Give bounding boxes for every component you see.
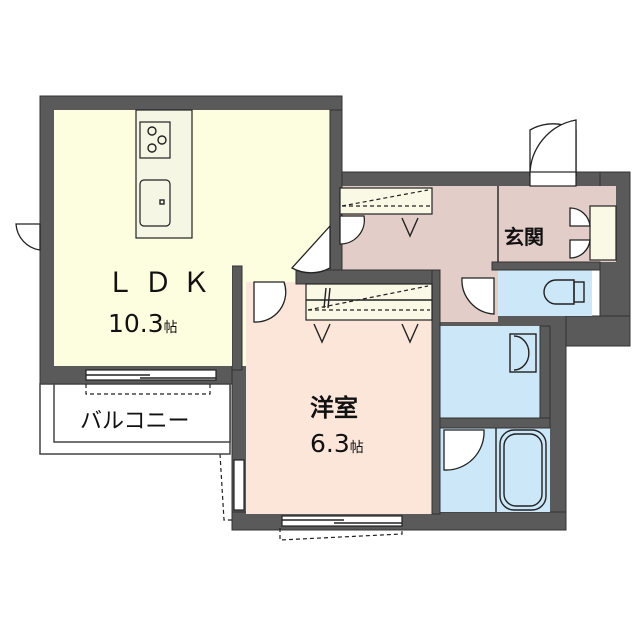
side-window-door[interactable] — [15, 223, 41, 251]
room-label-ldk: ＬＤＫ — [106, 266, 220, 299]
drain-icon — [159, 199, 165, 205]
kitchen-counter — [135, 109, 193, 239]
room-toilet — [498, 270, 592, 316]
room-western — [246, 282, 432, 514]
hall-door[interactable] — [339, 215, 365, 245]
front-door-swing[interactable] — [529, 119, 577, 177]
closets — [305, 187, 617, 344]
shoe-door-top[interactable] — [569, 207, 591, 227]
burner-icon — [147, 143, 157, 153]
western-door[interactable] — [253, 281, 287, 323]
wash-basin — [509, 333, 537, 373]
svg-text:10.3帖: 10.3帖 — [108, 309, 178, 338]
doors — [15, 119, 591, 471]
ldk-door[interactable] — [290, 224, 331, 274]
svg-text:6.3帖: 6.3帖 — [310, 429, 364, 458]
western-closet — [305, 283, 433, 321]
room-label-balcony: バルコニー — [80, 409, 190, 434]
bathtub — [499, 429, 547, 511]
bath-door[interactable] — [443, 429, 485, 471]
entrance-frame — [529, 171, 577, 187]
balcony — [39, 383, 231, 455]
wet-fixtures — [495, 279, 585, 512]
closet-door-icon — [401, 217, 419, 238]
wall-top-right — [327, 171, 631, 189]
side-window — [233, 459, 245, 511]
closet-door-icon — [401, 323, 419, 344]
toilet-tank — [573, 281, 585, 303]
room-label-entrance: 玄関 — [504, 225, 544, 249]
room-size-unit: 帖 — [350, 440, 364, 456]
room-size-unit: 帖 — [164, 320, 178, 336]
shoe-door-bottom[interactable] — [569, 239, 591, 259]
inner-walls — [295, 109, 601, 515]
western-window — [281, 515, 403, 527]
shoe-cabinet — [589, 205, 617, 261]
windows — [85, 171, 577, 541]
sink — [139, 179, 171, 227]
ldk-western-wall — [231, 265, 243, 371]
burner-icon — [147, 126, 157, 136]
closet-door-icon — [313, 323, 331, 344]
hall-closet — [339, 187, 433, 215]
toilet-bowl — [543, 279, 575, 305]
room-size-ldk: 10.3 — [108, 309, 164, 338]
toilet-door[interactable] — [461, 277, 495, 315]
room-size-western: 6.3 — [310, 429, 350, 458]
room-label-western: 洋室 — [310, 394, 358, 422]
burner-icon — [157, 135, 167, 145]
